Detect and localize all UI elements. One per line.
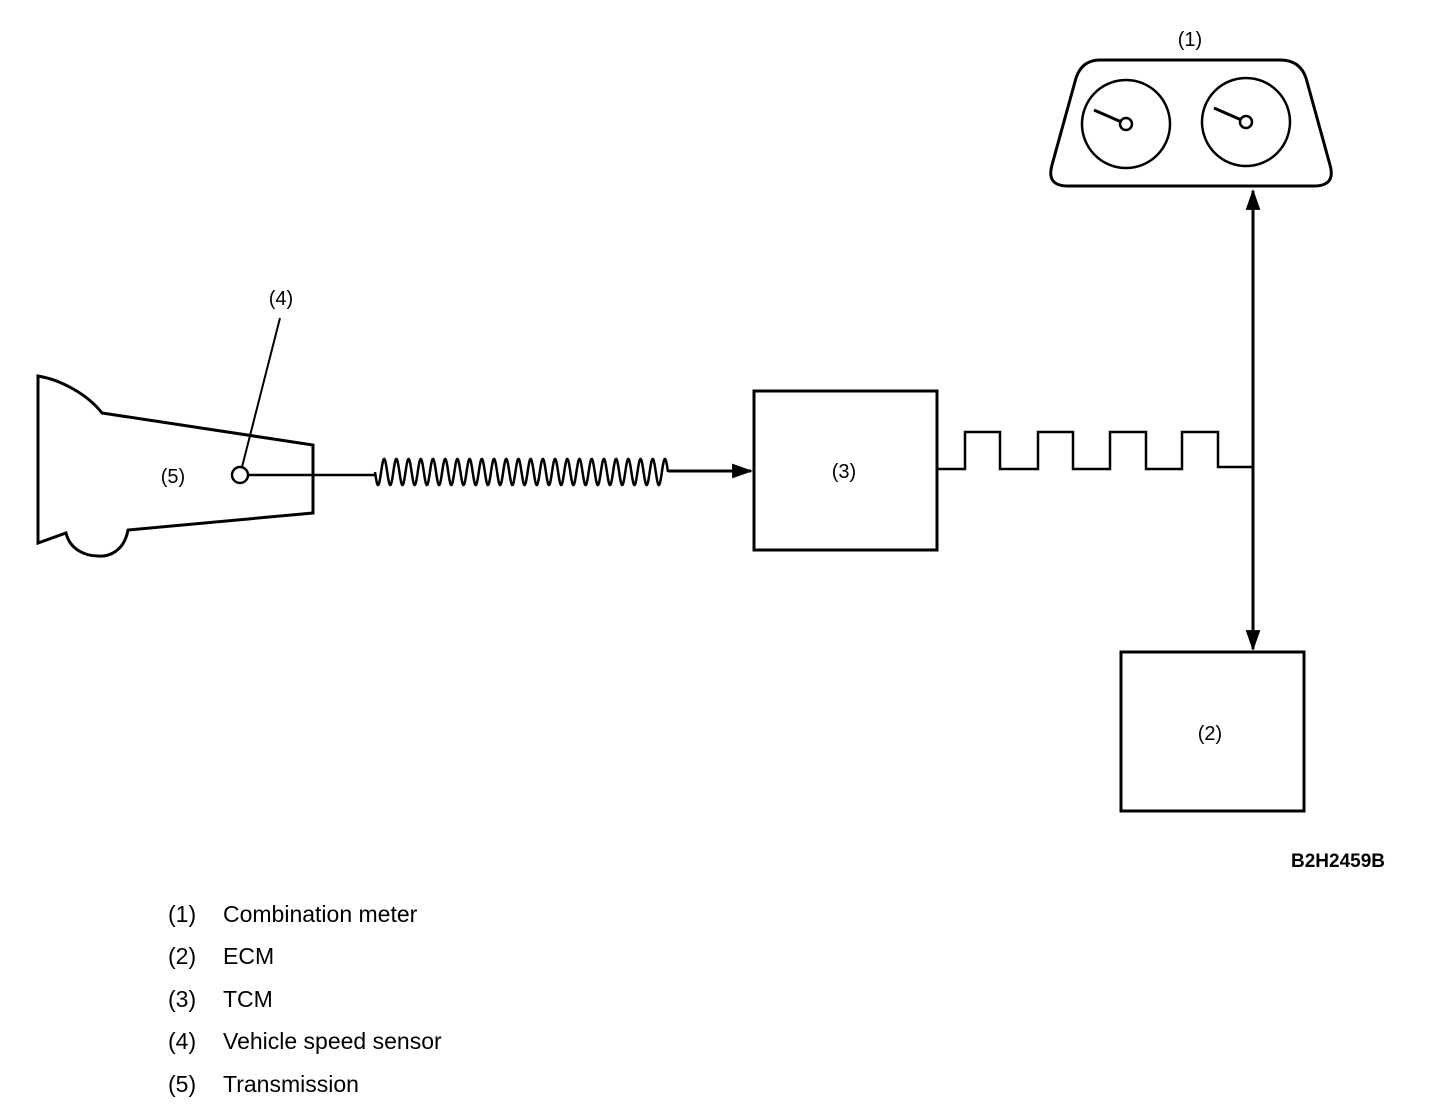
gauge-left-pivot xyxy=(1118,116,1134,132)
legend-label: Vehicle speed sensor xyxy=(223,1028,442,1055)
callout-speed-sensor: (4) xyxy=(269,288,293,310)
legend-label: TCM xyxy=(223,985,273,1012)
speed-sensor-leader-line xyxy=(241,317,281,468)
tcm-pulse-signal xyxy=(937,430,1253,471)
legend-label: Transmission xyxy=(223,1070,359,1097)
gauge-right-pivot xyxy=(1238,114,1254,130)
sensor-sine-signal xyxy=(373,457,670,487)
combination-meter-housing xyxy=(1049,58,1333,188)
transmission-housing xyxy=(36,374,315,558)
legend-number: (1) xyxy=(168,901,197,927)
callout-transmission: (5) xyxy=(161,466,185,488)
vehicle-speed-sensor xyxy=(230,465,250,485)
callout-ecm: (2) xyxy=(1198,723,1222,745)
tcm: (3) xyxy=(752,389,939,552)
callout-combination-meter: (1) xyxy=(1178,29,1202,51)
gauge-right xyxy=(1200,76,1292,168)
ecm: (2) xyxy=(1119,650,1306,813)
legend-label: ECM xyxy=(223,943,275,970)
combination-meter: (1) xyxy=(1049,29,1333,188)
legend-number: (4) xyxy=(168,1028,197,1055)
legend-number: (2) xyxy=(168,943,197,970)
gauge-left xyxy=(1080,78,1172,170)
legend-label: Combination meter xyxy=(223,901,418,927)
legend-number: (3) xyxy=(168,985,197,1012)
legend-number: (5) xyxy=(168,1070,197,1097)
transmission: (5) (4) xyxy=(36,288,315,558)
callout-tcm: (3) xyxy=(832,461,856,483)
ecm-box xyxy=(1119,650,1306,813)
figure-code: B2H2459B xyxy=(1291,851,1385,872)
tcm-box xyxy=(752,389,939,552)
